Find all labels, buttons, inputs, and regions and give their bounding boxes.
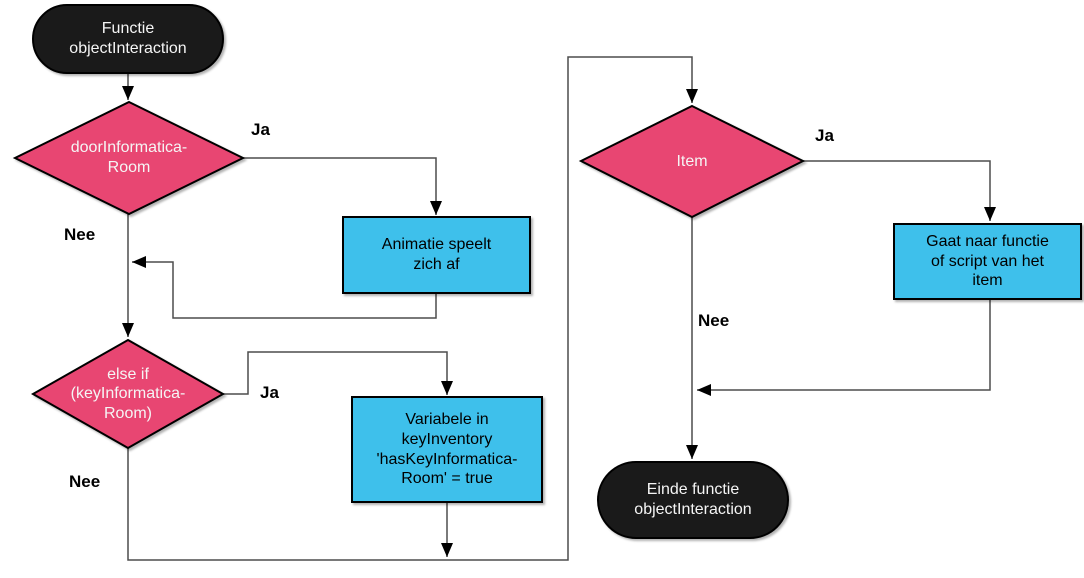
edge-label-door-nee: Nee bbox=[64, 225, 96, 244]
start-terminator-shape bbox=[32, 4, 224, 74]
edge-item-ja-to-item-script bbox=[803, 160, 996, 221]
edge-animatie-return-loop bbox=[132, 256, 437, 319]
edge-keyroom-nee-to-item-decision bbox=[127, 56, 698, 561]
edge-label-keyroom-nee: Nee bbox=[69, 472, 101, 491]
keyroom-decision-shape bbox=[30, 338, 226, 450]
edge-label-door-ja: Ja bbox=[251, 120, 270, 139]
end-terminator-shape bbox=[597, 461, 789, 539]
edge-label-keyroom-ja: Ja bbox=[260, 383, 279, 402]
door-decision-shape bbox=[12, 100, 246, 216]
item-script-process-shape bbox=[893, 223, 1082, 300]
edge-item-script-return-loop bbox=[697, 299, 991, 396]
edge-keyroom-ja-to-variabele bbox=[223, 351, 453, 395]
item-decision-shape bbox=[578, 104, 806, 219]
animatie-process-shape bbox=[342, 216, 531, 294]
edge-label-item-nee: Nee bbox=[698, 311, 730, 330]
variabele-process-shape bbox=[351, 396, 543, 503]
edge-label-item-ja: Ja bbox=[815, 126, 834, 145]
edge-door-ja-to-animatie bbox=[243, 157, 442, 215]
